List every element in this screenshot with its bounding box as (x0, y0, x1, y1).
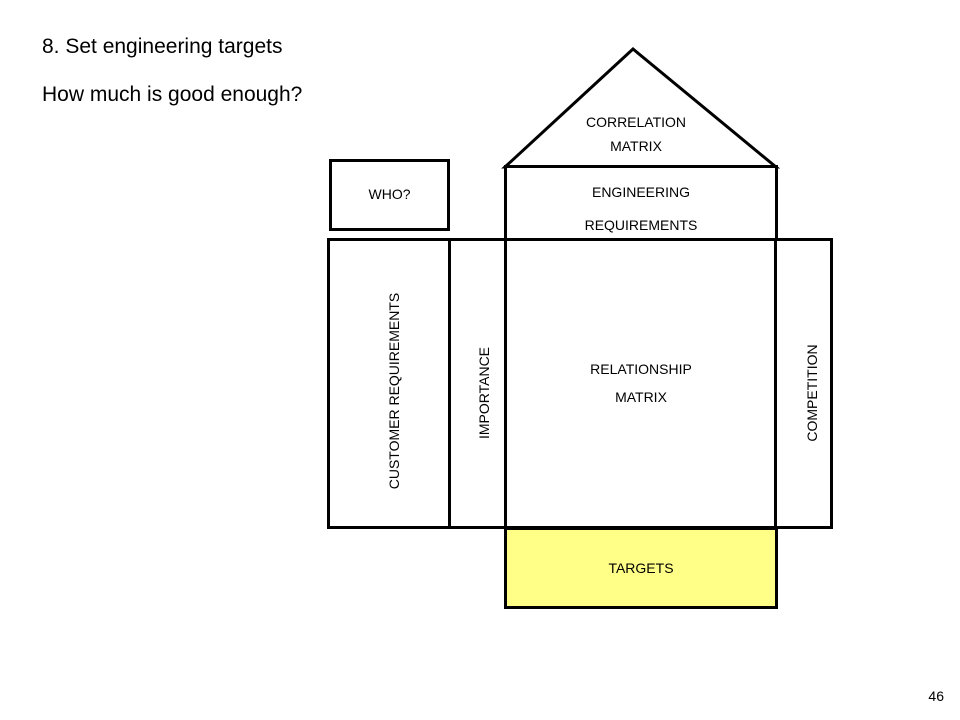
targets-label: TARGETS (608, 560, 674, 576)
relationship-matrix-box: RELATIONSHIP MATRIX (504, 238, 778, 529)
importance-label: IMPORTANCE (476, 346, 492, 440)
correlation-matrix-roof: CORRELATION MATRIX (501, 47, 781, 169)
relationship-matrix-line1: RELATIONSHIP (590, 361, 692, 377)
who-label: WHO? (368, 186, 411, 202)
customer-requirements-box: CUSTOMER REQUIREMENTS (327, 238, 452, 529)
engineering-requirements-box: ENGINEERING REQUIREMENTS (504, 165, 778, 244)
page-number: 46 (928, 688, 944, 704)
engineering-requirements-line2: REQUIREMENTS (584, 217, 698, 233)
relationship-matrix-line2: MATRIX (615, 389, 667, 405)
competition-box: COMPETITION (774, 238, 833, 529)
importance-box: IMPORTANCE (448, 238, 508, 529)
correlation-matrix-label-line1: CORRELATION (586, 114, 686, 130)
targets-box: TARGETS (504, 527, 778, 609)
competition-label: COMPETITION (804, 344, 820, 442)
slide-title: 8. Set engineering targets (42, 35, 283, 58)
slide-subtitle: How much is good enough? (42, 83, 303, 106)
correlation-matrix-label-line2: MATRIX (610, 138, 663, 154)
who-box: WHO? (329, 159, 450, 231)
engineering-requirements-line1: ENGINEERING (591, 184, 690, 200)
customer-requirements-label: CUSTOMER REQUIREMENTS (386, 292, 402, 490)
